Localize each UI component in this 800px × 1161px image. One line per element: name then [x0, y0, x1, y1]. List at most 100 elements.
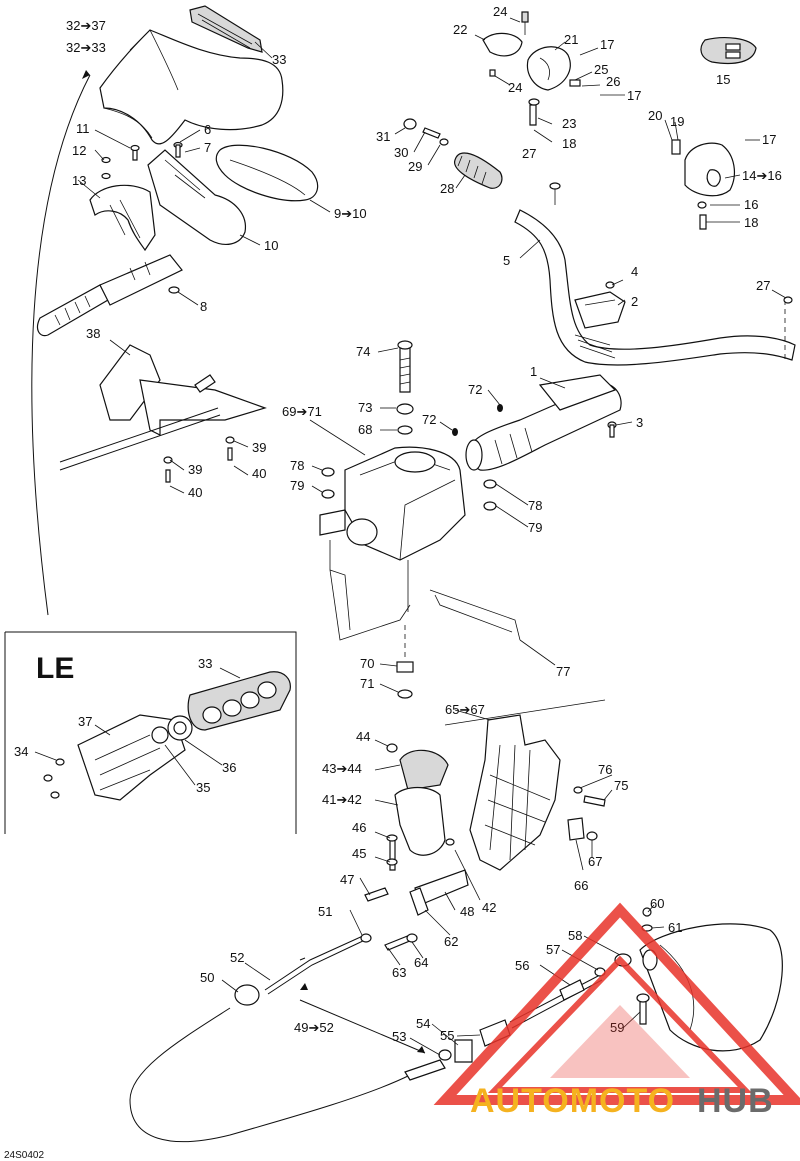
steering-column-1 — [469, 383, 622, 471]
screw-24 — [521, 11, 529, 23]
callout-label: 21 — [564, 32, 578, 47]
bolt-74 — [399, 344, 411, 393]
nut-70 — [396, 661, 414, 673]
callout-label: 34 — [14, 744, 28, 759]
callout-label: 45 — [352, 846, 366, 861]
callout-label: 27 — [522, 146, 536, 161]
callout-label: 33 — [272, 52, 286, 67]
callout-label: 23 — [562, 116, 576, 131]
callout-label: 47 — [340, 872, 354, 887]
doc-code: 24S0402 — [4, 1150, 44, 1161]
callout-label: 19 — [670, 114, 684, 129]
callout-label: 30 — [394, 145, 408, 160]
callout-label: 7 — [204, 140, 211, 155]
callout-label: 44 — [356, 729, 370, 744]
callout-label: 5 — [503, 253, 510, 268]
callout-label: 75 — [614, 778, 628, 793]
callout-label: 79 — [528, 520, 542, 535]
grip-housing-14 — [684, 142, 736, 197]
callout-label: 17 — [627, 88, 641, 103]
callout-label: 2 — [631, 294, 638, 309]
callout-label: 31 — [376, 129, 390, 144]
callout-label: 40 — [252, 466, 266, 481]
callout-label: 3 — [636, 415, 643, 430]
callout-label: 78 — [290, 458, 304, 473]
callout-label: 71 — [360, 676, 374, 691]
clamp-2 — [574, 291, 626, 329]
callout-label: 72 — [422, 412, 436, 427]
bracket-38 — [99, 344, 161, 421]
callout-label: 66 — [574, 878, 588, 893]
callout-label: 55 — [440, 1028, 454, 1043]
callout-label: 27 — [756, 278, 770, 293]
callout-labels: 32➔37 32➔33 33 24 22 21 17 25 26 17 24 2… — [14, 4, 782, 1044]
nut-8 — [168, 286, 180, 294]
switch-panel-33 — [187, 671, 291, 731]
callout-label: 32➔33 — [66, 40, 106, 55]
nozzle — [639, 923, 783, 1052]
callout-label: 65➔67 — [445, 702, 485, 717]
callout-label: 54 — [416, 1016, 430, 1031]
callout-label: 49➔52 — [294, 1020, 334, 1035]
callout-label: 78 — [528, 498, 542, 513]
callout-label: 39 — [252, 440, 266, 455]
callout-label: 51 — [318, 904, 332, 919]
callout-label: 26 — [606, 74, 620, 89]
callout-label: 76 — [598, 762, 612, 777]
callout-label: 62 — [444, 934, 458, 949]
inset-frame-le — [5, 631, 297, 834]
callout-label: 40 — [188, 485, 202, 500]
callout-label: 32➔37 — [66, 18, 106, 33]
cable-52 — [264, 934, 366, 991]
left-bar-end — [99, 254, 183, 306]
callout-label: 14➔16 — [742, 168, 782, 183]
callout-label: 6 — [204, 122, 211, 137]
callout-label: 4 — [631, 264, 638, 279]
callout-label: 59 — [610, 1020, 624, 1035]
throttle-lever-9 — [215, 144, 319, 202]
callout-label: 18 — [562, 136, 576, 151]
cap-22 — [482, 32, 523, 57]
callout-label: 24 — [493, 4, 507, 19]
callout-label: 68 — [358, 422, 372, 437]
parts-artwork — [4, 5, 796, 1142]
callout-label: 15 — [716, 72, 730, 87]
callout-label: 17 — [762, 132, 776, 147]
callout-label: 50 — [200, 970, 214, 985]
callout-label: 25 — [594, 62, 608, 77]
callout-label: 22 — [453, 22, 467, 37]
callout-label: 10 — [264, 238, 278, 253]
callout-label: 73 — [358, 400, 372, 415]
callout-label: 74 — [356, 344, 370, 359]
callout-label: 13 — [72, 173, 86, 188]
inset-title: LE — [36, 652, 74, 685]
callout-label: 37 — [78, 714, 92, 729]
leader-lines — [34, 17, 787, 1056]
callout-label: 33 — [198, 656, 212, 671]
callout-label: 64 — [414, 955, 428, 970]
callout-label: 39 — [188, 462, 202, 477]
callout-label: 29 — [408, 159, 422, 174]
callout-label: 70 — [360, 656, 374, 671]
callout-label: 60 — [650, 896, 664, 911]
callout-label: 42 — [482, 900, 496, 915]
watermark-text-b: HUB — [697, 1082, 774, 1120]
callout-label: 46 — [352, 820, 366, 835]
callout-label: 53 — [392, 1029, 406, 1044]
callout-label: 16 — [744, 197, 758, 212]
callout-label: 52 — [230, 950, 244, 965]
callout-label: 12 — [72, 143, 86, 158]
callout-label: 28 — [440, 181, 454, 196]
left-grip — [36, 284, 109, 337]
callout-label: 48 — [460, 904, 474, 919]
nut-25 — [569, 79, 581, 87]
bushing-50 — [234, 984, 260, 1006]
callout-label: 24 — [508, 80, 522, 95]
grille-33 — [189, 5, 263, 53]
callout-label: 8 — [200, 299, 207, 314]
callout-label: 69➔71 — [282, 404, 322, 419]
mount-41 — [394, 786, 446, 856]
callout-label: 72 — [468, 382, 482, 397]
screw-23 — [529, 104, 537, 126]
